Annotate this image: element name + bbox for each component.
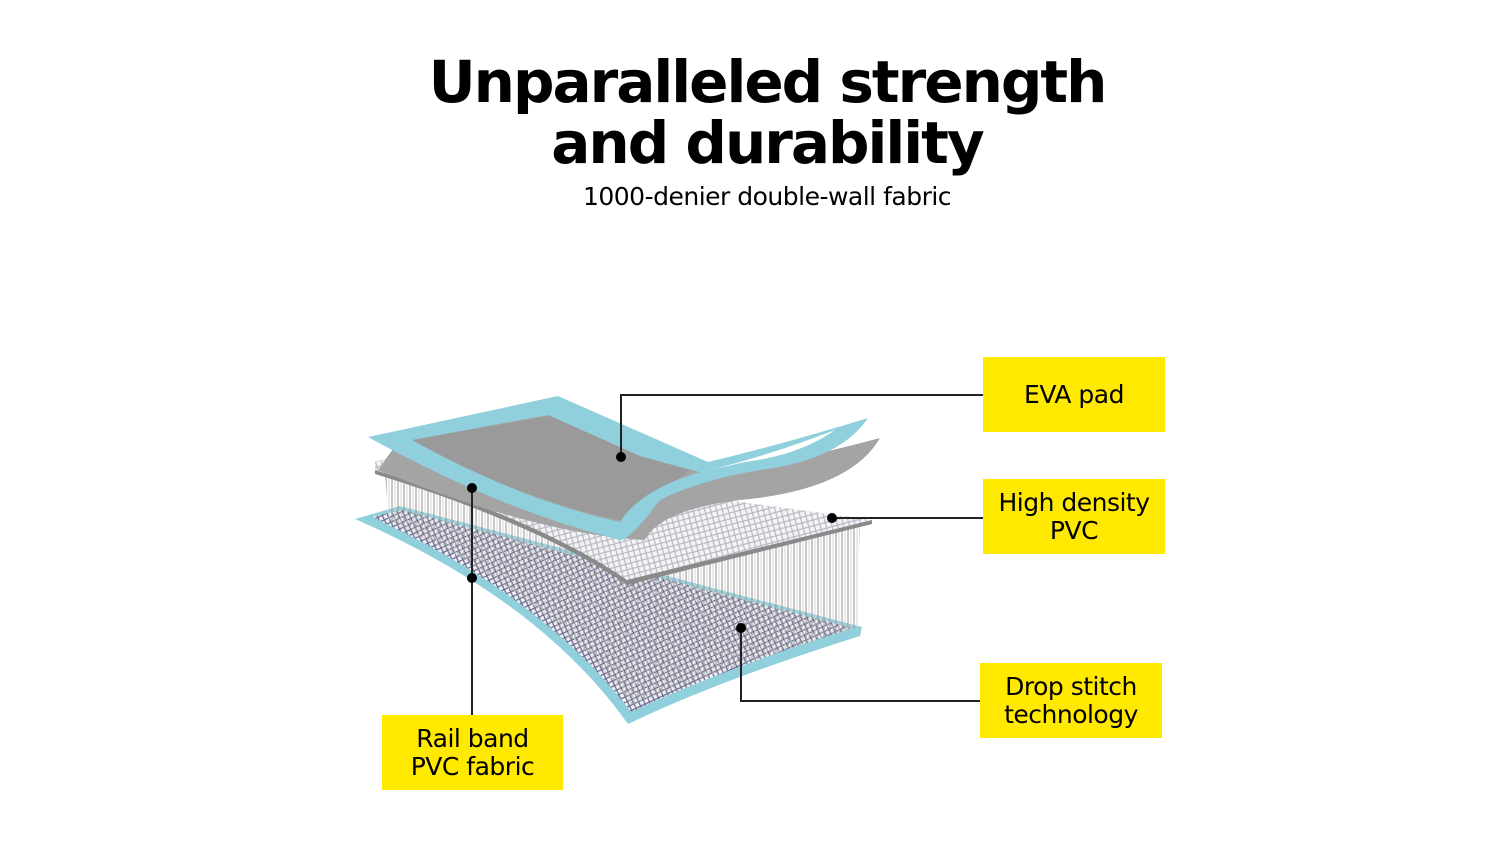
label-high-density-line1: High density xyxy=(998,487,1150,517)
subtitle: 1000-denier double-wall fabric xyxy=(582,182,952,211)
eva-pad-layer xyxy=(378,412,880,540)
label-high-density-line2: PVC xyxy=(1049,515,1099,545)
dot-high-density-pvc xyxy=(827,513,837,523)
label-high-density-pvc: High density PVC xyxy=(983,479,1165,554)
title-line-1: Unparalleled strength xyxy=(428,48,1108,116)
label-eva-pad: EVA pad xyxy=(983,357,1165,432)
leader-dots xyxy=(467,452,837,633)
label-rail-band: Rail band PVC fabric xyxy=(382,715,563,790)
dot-eva-pad xyxy=(616,452,626,462)
dot-drop-stitch xyxy=(736,623,746,633)
leader-drop-stitch xyxy=(740,628,980,702)
title-line-2: and durability xyxy=(551,109,984,177)
label-eva-pad-text: EVA pad xyxy=(1024,379,1124,409)
label-rail-band-line2: PVC fabric xyxy=(410,751,535,781)
label-rail-band-line1: Rail band xyxy=(416,723,529,753)
label-drop-stitch-line2: technology xyxy=(1004,699,1138,729)
leader-lines xyxy=(471,394,983,715)
leader-eva-pad xyxy=(620,394,983,457)
dot-rail-band-top xyxy=(467,483,477,493)
dot-rail-band-bottom xyxy=(467,573,477,583)
label-drop-stitch: Drop stitch technology xyxy=(980,663,1162,738)
rail-band-frame xyxy=(368,396,868,540)
label-drop-stitch-line1: Drop stitch xyxy=(1005,671,1137,701)
